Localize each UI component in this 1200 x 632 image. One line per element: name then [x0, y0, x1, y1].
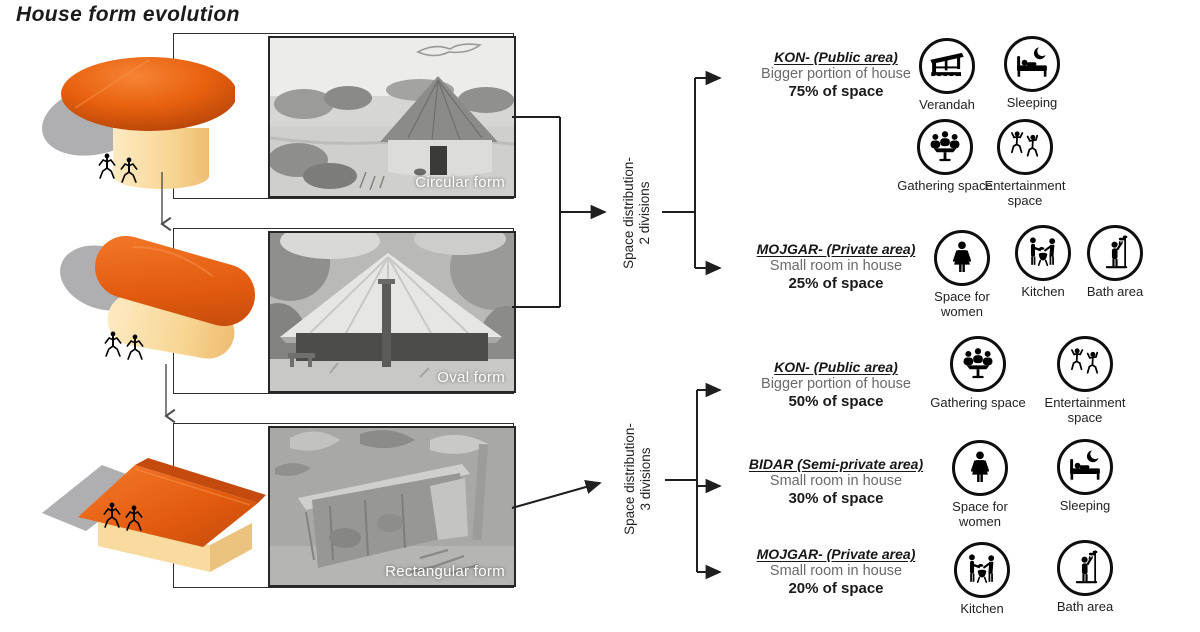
- icon-label: Space for women: [952, 499, 1008, 529]
- icon-label: Sleeping: [1059, 498, 1111, 513]
- kitchen-icon-item: Kitchen: [995, 225, 1091, 300]
- area-share: 20% of space: [788, 580, 884, 597]
- icon-label: Entertainment space: [1044, 395, 1126, 425]
- gathering-space-icon: [917, 119, 973, 175]
- photo-rectangular-form: Rectangular form: [268, 426, 516, 587]
- icon-label: Sleeping: [1006, 95, 1058, 110]
- icon-label: Verandah: [919, 97, 975, 112]
- area-mojgar-2div: MOJGAR- (Private area) Small room in hou…: [736, 241, 936, 292]
- area-share: 75% of space: [788, 83, 884, 100]
- bath-area-icon: [1087, 225, 1143, 281]
- bath-area-icon-item: Bath area: [1037, 540, 1133, 615]
- rectangular-house-photo-illustration: [270, 428, 514, 585]
- area-share: 50% of space: [788, 393, 884, 410]
- entertainment-space-icon-item: Entertainment space: [1037, 336, 1133, 425]
- verandah-icon-item: Verandah: [899, 38, 995, 113]
- area-heading: KON- (Public area): [774, 359, 898, 375]
- icon-label: Gathering space: [897, 178, 993, 193]
- sleeping-icon-item: Sleeping: [984, 36, 1080, 111]
- space-for-women-icon-item: Space for women: [914, 230, 1010, 319]
- area-kon-3div: KON- (Public area) Bigger portion of hou…: [736, 359, 936, 410]
- photo-label: Rectangular form: [385, 563, 505, 580]
- entertainment-space-icon-item: Entertainment space: [977, 119, 1073, 208]
- sleeping-icon: [1004, 36, 1060, 92]
- area-description: Small room in house: [769, 258, 903, 274]
- entertainment-space-icon: [1057, 336, 1113, 392]
- verandah-icon: [919, 38, 975, 94]
- photo-label: Oval form: [437, 369, 505, 386]
- area-kon-2div: KON- (Public area) Bigger portion of hou…: [736, 49, 936, 100]
- gathering-space-icon-item: Gathering space: [930, 336, 1026, 411]
- area-heading: KON- (Public area): [774, 49, 898, 65]
- space-for-women-icon-item: Space for women: [932, 440, 1028, 529]
- area-description: Small room in house: [769, 473, 903, 489]
- area-bidar-3div: BIDAR (Semi-private area) Small room in …: [730, 456, 942, 507]
- area-heading: BIDAR (Semi-private area): [748, 456, 924, 472]
- kitchen-icon-item: Kitchen: [934, 542, 1030, 617]
- bath-area-icon-item: Bath area: [1067, 225, 1163, 300]
- area-share: 30% of space: [788, 490, 884, 507]
- circular-hut-photo-illustration: [270, 38, 514, 196]
- icon-label: Bath area: [1086, 284, 1144, 299]
- icon-label: Kitchen: [960, 601, 1004, 616]
- oval-hut-photo-illustration: [270, 233, 514, 391]
- area-description: Bigger portion of house: [761, 376, 911, 392]
- kitchen-icon: [1015, 225, 1071, 281]
- space-for-women-icon: [934, 230, 990, 286]
- model-rectangular-house: [40, 425, 270, 580]
- icon-label: Bath area: [1056, 599, 1114, 614]
- area-heading: MOJGAR- (Private area): [756, 546, 916, 562]
- photo-label: Circular form: [415, 174, 505, 191]
- area-description: Bigger portion of house: [761, 66, 911, 82]
- bath-area-icon: [1057, 540, 1113, 596]
- area-description: Small room in house: [769, 563, 903, 579]
- icon-label: Kitchen: [1021, 284, 1065, 299]
- icon-label: Space for women: [934, 289, 990, 319]
- model-circular-house: [35, 48, 237, 198]
- gathering-space-icon: [950, 336, 1006, 392]
- gathering-space-icon-item: Gathering space: [897, 119, 993, 194]
- photo-oval-form: Oval form: [268, 231, 516, 393]
- photo-circular-form: Circular form: [268, 36, 516, 198]
- distribution-label-2-divisions: Space distribution- 2 divisions: [620, 157, 652, 269]
- page-title: House form evolution: [16, 3, 240, 26]
- distribution-label-3-divisions: Space distribution- 3 divisions: [621, 423, 653, 535]
- area-share: 25% of space: [788, 275, 884, 292]
- entertainment-space-icon: [997, 119, 1053, 175]
- area-mojgar-3div: MOJGAR- (Private area) Small room in hou…: [736, 546, 936, 597]
- model-oval-house: [55, 232, 270, 377]
- kitchen-icon: [954, 542, 1010, 598]
- space-for-women-icon: [952, 440, 1008, 496]
- icon-label: Gathering space: [930, 395, 1026, 410]
- area-heading: MOJGAR- (Private area): [756, 241, 916, 257]
- sleeping-icon: [1057, 439, 1113, 495]
- icon-label: Entertainment space: [984, 178, 1066, 208]
- sleeping-icon-item: Sleeping: [1037, 439, 1133, 514]
